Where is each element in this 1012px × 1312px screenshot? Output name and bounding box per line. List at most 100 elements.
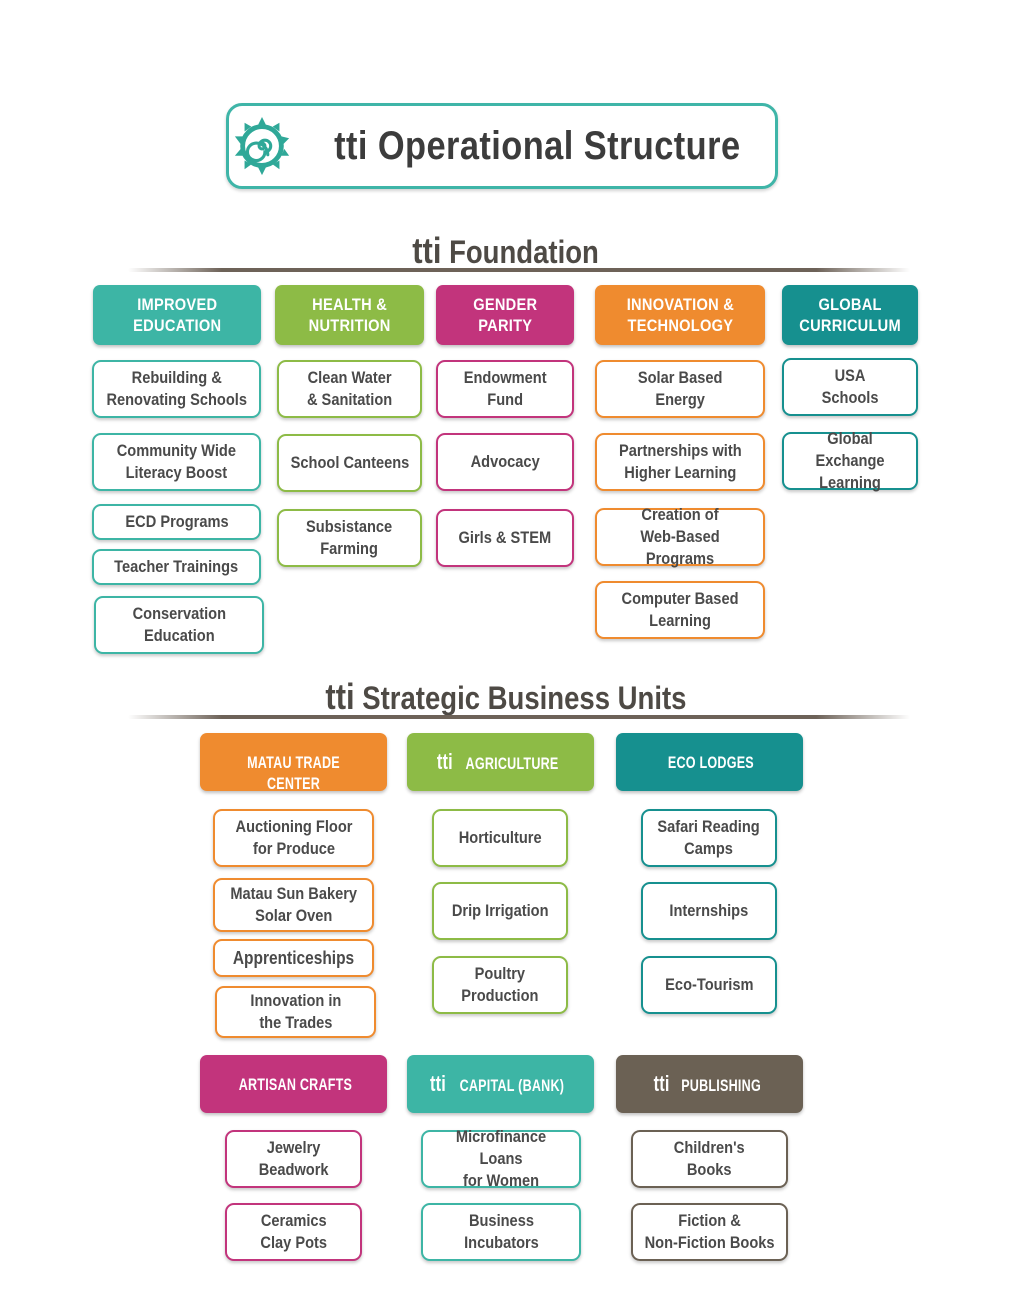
- unit-brand: tti: [653, 1070, 670, 1096]
- item-literacy-boost: Community Wide Literacy Boost: [92, 433, 261, 491]
- item-eco-tourism: Eco-Tourism: [641, 956, 777, 1014]
- unit-label: CAPITAL (BANK): [459, 1075, 564, 1095]
- category-gender-parity: GENDER PARITY: [436, 285, 574, 345]
- item-label: Advocacy: [470, 452, 540, 471]
- item-label: Endowment Fund: [463, 368, 547, 409]
- category-health-nutrition: HEALTH & NUTRITION: [275, 285, 424, 345]
- unit-label: MATAU TRADE CENTER: [247, 752, 340, 793]
- item-label: USA Schools: [821, 366, 879, 407]
- unit-label: PUBLISHING: [680, 1075, 761, 1095]
- item-label: Global Exchange Learning: [815, 429, 885, 492]
- item-subsistance-farming: Subsistance Farming: [277, 509, 422, 567]
- item-label: Rebuilding & Renovating Schools: [106, 368, 247, 409]
- item-rebuilding-schools: Rebuilding & Renovating Schools: [92, 360, 261, 418]
- item-label: Children's Books: [674, 1138, 745, 1179]
- item-label: Girls & STEM: [458, 528, 552, 547]
- item-computer-learning: Computer Based Learning: [595, 581, 765, 639]
- item-safari-reading-camps: Safari Reading Camps: [641, 809, 777, 867]
- page-title: tti Operational Structure: [334, 124, 740, 169]
- item-teacher-trainings: Teacher Trainings: [92, 549, 261, 585]
- foundation-title: Foundation: [449, 234, 600, 270]
- item-advocacy: Advocacy: [436, 433, 574, 491]
- foundation-brand: tti: [412, 230, 442, 271]
- item-fiction-books: Fiction & Non-Fiction Books: [631, 1203, 788, 1261]
- item-business-incubators: Business Incubators: [421, 1203, 581, 1261]
- item-label: Safari Reading Camps: [657, 817, 761, 858]
- unit-eco-lodges: ECO LODGES: [616, 733, 803, 791]
- item-horticulture: Horticulture: [432, 809, 568, 867]
- item-label: Subsistance Farming: [306, 517, 393, 558]
- item-label: Teacher Trainings: [114, 557, 239, 576]
- unit-capital-bank: tti CAPITAL (BANK): [407, 1055, 594, 1113]
- category-label: INNOVATION & TECHNOLOGY: [626, 295, 734, 335]
- spiral-sun-logo-icon: [234, 116, 289, 176]
- item-label: Conservation Education: [132, 604, 226, 645]
- foundation-divider: [128, 268, 910, 272]
- banner-title: Operational Structure: [377, 123, 741, 168]
- item-web-programs: Creation of Web-Based Programs: [595, 505, 765, 568]
- category-label: GENDER PARITY: [472, 295, 538, 335]
- item-label: Microfinance Loans for Women: [455, 1127, 547, 1190]
- item-label: Computer Based Learning: [621, 589, 739, 630]
- item-label: Innovation in the Trades: [250, 991, 341, 1032]
- item-label: Creation of Web-Based Programs: [640, 505, 720, 568]
- item-label: Poultry Production: [461, 964, 539, 1005]
- business-divider: [128, 715, 910, 719]
- banner-brand: tti: [333, 123, 368, 168]
- item-clean-water: Clean Water & Sanitation: [277, 360, 422, 418]
- unit-publishing: tti PUBLISHING: [616, 1055, 803, 1113]
- item-label: Apprenticeships: [232, 948, 355, 968]
- category-label: IMPROVED EDUCATION: [132, 295, 222, 335]
- title-banner: tti Operational Structure: [226, 103, 778, 189]
- item-label: Business Incubators: [463, 1211, 539, 1252]
- unit-agriculture: tti AGRICULTURE: [407, 733, 594, 791]
- item-label: ECD Programs: [124, 512, 229, 531]
- category-improved-education: IMPROVED EDUCATION: [93, 285, 261, 345]
- item-poultry-production: Poultry Production: [432, 956, 568, 1014]
- item-label: School Canteens: [290, 453, 409, 472]
- item-label: Partnerships with Higher Learning: [618, 441, 742, 482]
- item-label: Clean Water & Sanitation: [306, 368, 393, 409]
- category-label: HEALTH & NUTRITION: [308, 295, 391, 335]
- item-ceramics-clay-pots: Ceramics Clay Pots: [225, 1203, 362, 1261]
- item-conservation-education: Conservation Education: [94, 596, 264, 654]
- item-label: Eco-Tourism: [664, 975, 754, 994]
- business-brand: tti: [325, 676, 355, 717]
- item-auctioning-floor: Auctioning Floor for Produce: [213, 809, 374, 867]
- item-apprenticeships: Apprenticeships: [213, 939, 374, 977]
- item-label: Solar Based Energy: [637, 368, 723, 409]
- item-girls-stem: Girls & STEM: [436, 509, 574, 567]
- business-title: Strategic Business Units: [362, 680, 687, 716]
- item-label: Horticulture: [458, 828, 542, 847]
- foundation-heading: tti Foundation: [0, 230, 1012, 272]
- item-label: Community Wide Literacy Boost: [116, 441, 237, 482]
- item-label: Jewelry Beadwork: [258, 1138, 329, 1179]
- unit-label: ECO LODGES: [668, 752, 755, 772]
- item-childrens-books: Children's Books: [631, 1130, 788, 1188]
- unit-brand: tti: [436, 748, 453, 774]
- item-jewelry-beadwork: Jewelry Beadwork: [225, 1130, 362, 1188]
- business-heading: tti Strategic Business Units: [0, 676, 1012, 718]
- category-label: GLOBAL CURRICULUM: [799, 295, 901, 335]
- item-matau-sun-bakery: Matau Sun Bakery Solar Oven: [213, 878, 374, 932]
- item-innovation-trades: Innovation in the Trades: [215, 986, 376, 1038]
- item-global-exchange: Global Exchange Learning: [782, 429, 918, 492]
- unit-artisan-crafts: ARTISAN CRAFTS: [200, 1055, 387, 1113]
- item-solar-energy: Solar Based Energy: [595, 360, 765, 418]
- unit-label: ARTISAN CRAFTS: [238, 1074, 352, 1094]
- item-ecd-programs: ECD Programs: [92, 504, 261, 540]
- item-usa-schools: USA Schools: [782, 358, 918, 416]
- unit-brand: tti: [429, 1070, 446, 1096]
- item-label: Internships: [669, 901, 749, 920]
- unit-matau-trade-center: MATAU TRADE CENTER: [200, 733, 387, 793]
- category-innovation-technology: INNOVATION & TECHNOLOGY: [595, 285, 765, 345]
- item-label: Matau Sun Bakery Solar Oven: [230, 884, 357, 925]
- item-school-canteens: School Canteens: [277, 434, 422, 492]
- item-label: Ceramics Clay Pots: [260, 1211, 327, 1252]
- unit-label: AGRICULTURE: [465, 753, 559, 773]
- item-internships: Internships: [641, 882, 777, 940]
- item-label: Fiction & Non-Fiction Books: [644, 1211, 775, 1252]
- item-endowment-fund: Endowment Fund: [436, 360, 574, 418]
- item-higher-learning: Partnerships with Higher Learning: [595, 433, 765, 491]
- item-label: Drip Irrigation: [451, 901, 549, 920]
